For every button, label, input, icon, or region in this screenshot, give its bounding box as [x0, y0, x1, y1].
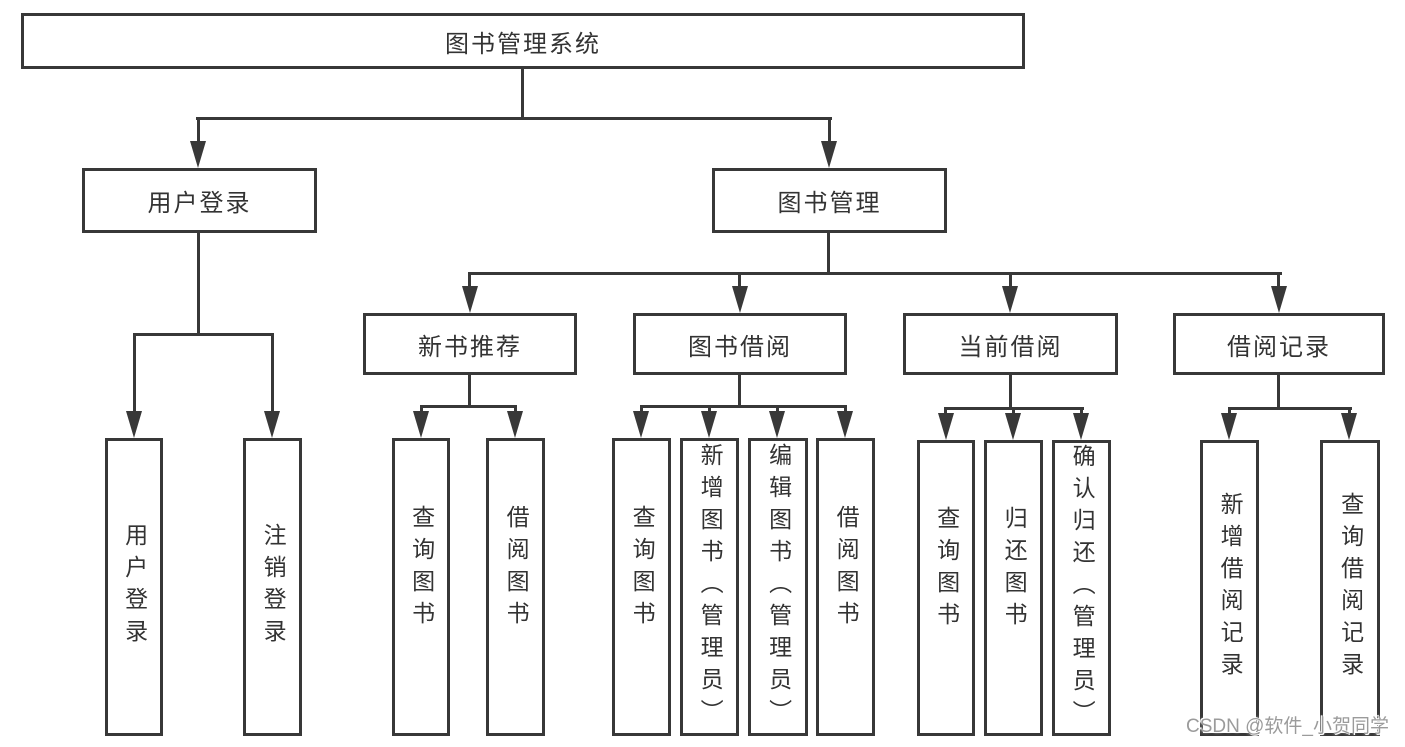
arrow-head: [1005, 413, 1021, 440]
connector-line: [1009, 375, 1012, 410]
arrow-head: [769, 411, 785, 438]
arrow-head: [507, 411, 523, 438]
connector-line: [196, 117, 832, 120]
node-label: 图书管理: [777, 190, 882, 217]
node-label: 借阅图书: [503, 505, 530, 633]
node-label: 当前借阅: [958, 333, 1063, 361]
arrow-head: [1002, 286, 1018, 313]
arrow-head: [126, 411, 142, 438]
connector-line: [1009, 272, 1012, 288]
node-label: 借阅图书: [833, 505, 860, 633]
connector-line: [1277, 375, 1280, 410]
node-label: 查询图书: [408, 505, 435, 633]
connector-line: [420, 405, 423, 413]
connector-line: [133, 333, 274, 336]
connector-line: [468, 375, 471, 408]
node-leaf-logout: 注销登录: [243, 438, 302, 736]
node-leaf-query-books-current: 查询图书: [917, 440, 975, 736]
connector-line: [844, 405, 847, 413]
node-user-login: 用户登录: [82, 168, 317, 233]
node-label: 归还图书: [1001, 506, 1028, 634]
connector-line: [828, 117, 831, 143]
node-current-borrowing: 当前借阅: [903, 313, 1118, 375]
connector-line: [944, 407, 947, 415]
node-label: 编辑图书（管理员）: [765, 443, 792, 731]
connector-line: [514, 405, 517, 413]
connector-line: [521, 69, 524, 120]
arrow-head: [821, 141, 837, 168]
node-label: 查询图书: [629, 505, 656, 633]
connector-line: [271, 333, 274, 412]
node-leaf-query-books-recommend: 查询图书: [392, 438, 450, 736]
arrow-head: [732, 286, 748, 313]
connector-line: [1228, 407, 1231, 415]
node-leaf-return-books: 归还图书: [984, 440, 1043, 736]
watermark-text: CSDN @软件_小贺同学: [1186, 716, 1389, 737]
node-library-management-system: 图书管理系统: [21, 13, 1025, 69]
node-label: 查询借阅记录: [1337, 492, 1364, 684]
node-leaf-user-login: 用户登录: [105, 438, 163, 736]
connector-line: [738, 375, 741, 408]
arrow-head: [462, 286, 478, 313]
arrow-head: [633, 411, 649, 438]
connector-line: [1277, 272, 1280, 288]
node-label: 新增图书（管理员）: [697, 443, 724, 731]
node-label: 新书推荐: [418, 333, 522, 361]
arrow-head: [1271, 286, 1287, 313]
node-label: 查询图书: [933, 506, 960, 634]
arrow-head: [701, 411, 717, 438]
node-label: 图书管理系统: [445, 30, 601, 58]
node-leaf-confirm-return-admin: 确认归还（管理员）: [1052, 440, 1111, 736]
node-leaf-edit-books-admin: 编辑图书（管理员）: [748, 438, 808, 736]
arrow-head: [1341, 413, 1357, 440]
node-leaf-query-borrow-record: 查询借阅记录: [1320, 440, 1380, 736]
node-leaf-borrow-books: 借阅图书: [816, 438, 875, 736]
node-leaf-add-books-admin: 新增图书（管理员）: [680, 438, 739, 736]
arrow-head: [413, 411, 429, 438]
node-leaf-borrow-books-recommend: 借阅图书: [486, 438, 545, 736]
arrow-head: [264, 411, 280, 438]
connector-line: [827, 233, 830, 275]
connector-line: [468, 272, 471, 288]
node-book-management: 图书管理: [712, 168, 947, 233]
connector-line: [133, 333, 136, 412]
node-label: 图书借阅: [688, 333, 792, 361]
connector-line: [640, 405, 643, 413]
arrow-head: [1221, 413, 1237, 440]
node-leaf-query-books-borrowing: 查询图书: [612, 438, 671, 736]
connector-line: [738, 272, 741, 288]
arrow-head: [938, 413, 954, 440]
connector-line: [1228, 407, 1352, 410]
connector-line: [420, 405, 517, 408]
node-label: 注销登录: [260, 523, 287, 651]
node-label: 新增借阅记录: [1217, 492, 1244, 684]
connector-line: [1080, 407, 1083, 415]
connector-line: [708, 405, 711, 413]
arrow-head: [1073, 413, 1089, 440]
node-label: 确认归还（管理员）: [1069, 444, 1096, 732]
connector-line: [640, 405, 847, 408]
node-label: 借阅记录: [1227, 333, 1331, 361]
connector-line: [468, 272, 1282, 275]
node-label: 用户登录: [121, 523, 148, 651]
node-leaf-add-borrow-record: 新增借阅记录: [1200, 440, 1259, 736]
node-label: 用户登录: [147, 190, 252, 217]
connector-line: [776, 405, 779, 413]
node-borrowing-records: 借阅记录: [1173, 313, 1385, 375]
connector-line: [197, 233, 200, 336]
connector-line: [1348, 407, 1351, 415]
node-new-book-recommend: 新书推荐: [363, 313, 577, 375]
connector-line: [197, 117, 200, 143]
arrow-head: [837, 411, 853, 438]
connector-line: [1012, 407, 1015, 415]
arrow-head: [190, 141, 206, 168]
node-book-borrowing: 图书借阅: [633, 313, 847, 375]
